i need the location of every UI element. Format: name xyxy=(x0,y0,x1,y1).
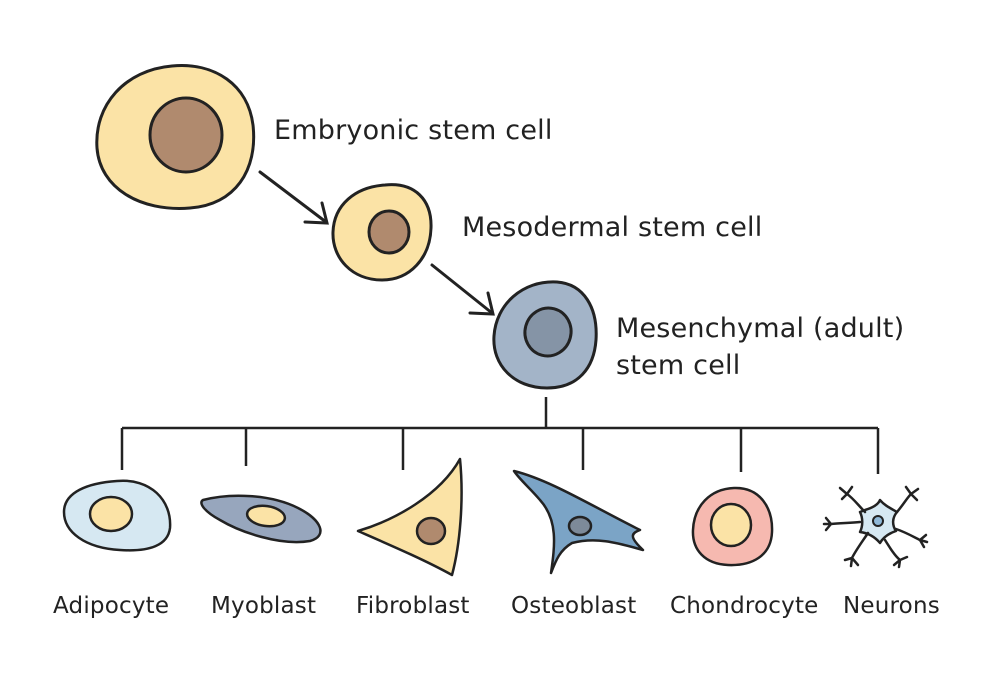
label-fibroblast: Fibroblast xyxy=(356,593,470,619)
adipocyte-cell xyxy=(62,479,172,552)
osteoblast-cell xyxy=(512,469,645,575)
mesodermal-stem-cell xyxy=(331,183,433,282)
neuron-nucleus xyxy=(872,515,884,527)
label-mesenchymal-line2: stem cell xyxy=(616,350,741,381)
label-neurons: Neurons xyxy=(843,593,940,619)
neuron-cell xyxy=(822,485,929,569)
mesenchymal-nucleus xyxy=(523,306,573,358)
osteoblast-nucleus xyxy=(567,515,593,537)
chondrocyte-cell xyxy=(691,486,774,567)
label-chondrocyte: Chondrocyte xyxy=(670,593,819,619)
myoblast-nucleus xyxy=(245,504,287,528)
mesenchymal-stem-cell xyxy=(492,280,598,390)
label-adipocyte: Adipocyte xyxy=(53,593,170,619)
embryonic-nucleus xyxy=(148,96,224,174)
neuron-dendrites xyxy=(822,485,929,569)
myoblast-cell xyxy=(200,494,322,544)
label-osteoblast: Osteoblast xyxy=(511,593,637,619)
adipocyte-nucleus xyxy=(88,495,134,533)
arrow-mesodermal-to-mesenchymal xyxy=(430,263,495,316)
chondrocyte-nucleus xyxy=(709,502,753,548)
embryonic-stem-cell xyxy=(95,64,256,210)
arrow-embryonic-to-mesodermal xyxy=(258,170,329,225)
label-myoblast: Myoblast xyxy=(211,593,317,619)
fibroblast-cell xyxy=(356,457,463,577)
lineage-tree-connector xyxy=(120,397,880,474)
label-embryonic-stem-cell: Embryonic stem cell xyxy=(274,115,553,146)
mesodermal-nucleus xyxy=(367,209,411,255)
label-mesodermal-stem-cell: Mesodermal stem cell xyxy=(462,212,763,243)
label-mesenchymal-line1: Mesenchymal (adult) xyxy=(616,313,905,344)
fibroblast-cytoplasm xyxy=(356,457,463,577)
fibroblast-nucleus xyxy=(415,516,447,546)
